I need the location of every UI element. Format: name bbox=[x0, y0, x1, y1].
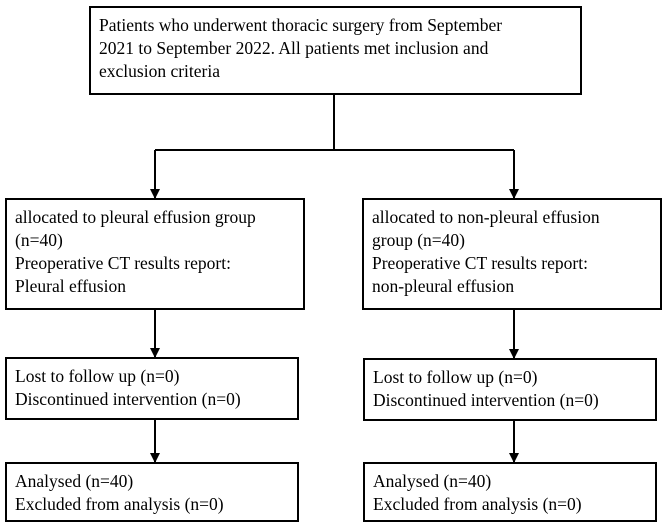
non-pleural-effusion-allocation-box: allocated to non-pleural effusion group … bbox=[362, 198, 662, 310]
enrollment-box: Patients who underwent thoracic surgery … bbox=[89, 6, 582, 95]
follow-up-line-1: Lost to follow up (n=0) bbox=[373, 367, 538, 387]
non-pleural-effusion-follow-up-box: Lost to follow up (n=0) Discontinued int… bbox=[363, 358, 657, 421]
allocation-line-2: group (n=40) bbox=[372, 230, 465, 250]
non-pleural-effusion-analysis-box: Analysed (n=40) Excluded from analysis (… bbox=[363, 462, 657, 522]
allocation-line-4: non-pleural effusion bbox=[372, 276, 515, 296]
enrollment-line-2: 2021 to September 2022. All patients met… bbox=[99, 38, 489, 58]
follow-up-line-2: Discontinued intervention (n=0) bbox=[373, 390, 599, 410]
allocation-line-4: Pleural effusion bbox=[15, 276, 126, 296]
pleural-effusion-analysis-box: Analysed (n=40) Excluded from analysis (… bbox=[5, 462, 299, 522]
enrollment-line-3: exclusion criteria bbox=[99, 61, 220, 81]
analysis-line-1: Analysed (n=40) bbox=[373, 471, 492, 491]
pleural-effusion-allocation-box: allocated to pleural effusion group (n=4… bbox=[5, 198, 305, 310]
analysis-line-2: Excluded from analysis (n=0) bbox=[15, 494, 224, 514]
follow-up-line-1: Lost to follow up (n=0) bbox=[15, 366, 180, 386]
analysis-line-2: Excluded from analysis (n=0) bbox=[373, 494, 582, 514]
follow-up-line-2: Discontinued intervention (n=0) bbox=[15, 389, 241, 409]
allocation-line-3: Preoperative CT results report: bbox=[15, 253, 231, 273]
analysis-line-1: Analysed (n=40) bbox=[15, 471, 134, 491]
enrollment-line-1: Patients who underwent thoracic surgery … bbox=[99, 15, 503, 35]
allocation-line-1: allocated to pleural effusion group bbox=[15, 207, 256, 227]
allocation-line-1: allocated to non-pleural effusion bbox=[372, 207, 600, 227]
pleural-effusion-follow-up-box: Lost to follow up (n=0) Discontinued int… bbox=[5, 357, 299, 420]
allocation-line-2: (n=40) bbox=[15, 230, 63, 250]
allocation-line-3: Preoperative CT results report: bbox=[372, 253, 588, 273]
